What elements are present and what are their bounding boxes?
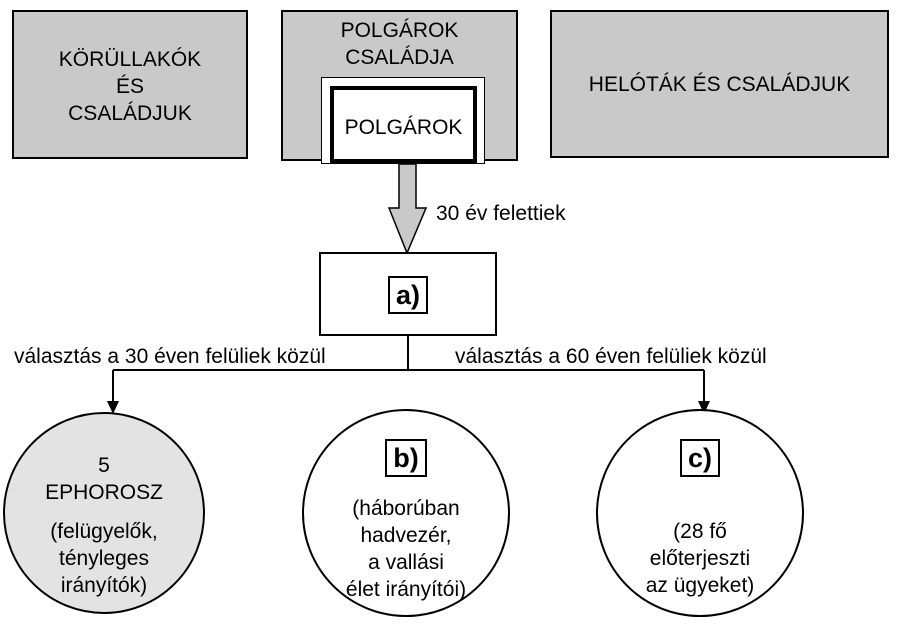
down-arrow bbox=[387, 163, 428, 255]
helotak-label: HELÓTÁK ÉS CSALÁDJUK bbox=[588, 73, 851, 96]
c-desc-line-1: (28 fő bbox=[673, 520, 727, 543]
ephorosz-desc: (felügyelők, tényleges irányítók) bbox=[4, 518, 204, 599]
ephorosz-title: 5 EPHOROSZ bbox=[4, 452, 204, 506]
ephorosz-desc-line-1: (felügyelők, bbox=[50, 520, 158, 543]
ephorosz-title-line-1: 5 bbox=[98, 454, 110, 477]
branch-left-arrowhead bbox=[107, 401, 119, 414]
c-tag: c) bbox=[679, 439, 720, 477]
korullakok-line-2: ÉS bbox=[115, 75, 144, 98]
polgarok-csaladja-line-2: CSALÁDJA bbox=[345, 46, 454, 69]
korullakok-line-1: KÖRÜLLAKÓK bbox=[58, 48, 202, 71]
polgarok-inner-box bbox=[330, 86, 477, 163]
c-circle bbox=[596, 409, 804, 617]
korullakok-label: KÖRÜLLAKÓK ÉS CSALÁDJUK bbox=[12, 46, 248, 127]
c-desc-line-3: az ügyeket) bbox=[645, 574, 755, 597]
c-tag-wrap: c) bbox=[600, 439, 800, 477]
a-tag: a) bbox=[387, 276, 428, 314]
b-desc-line-4: élet irányítói) bbox=[345, 578, 467, 601]
c-desc-line-2: előterjeszti bbox=[649, 547, 751, 570]
korullakok-box bbox=[12, 10, 248, 159]
ephorosz-circle bbox=[3, 412, 205, 614]
ephorosz-desc-line-2: tényleges bbox=[59, 547, 149, 570]
arrow-label: 30 év felettiek bbox=[436, 202, 566, 225]
b-desc-line-3: a vallási bbox=[368, 551, 444, 574]
b-tag-wrap: b) bbox=[306, 439, 506, 477]
helotak-box bbox=[550, 10, 889, 158]
b-desc-line-2: hadvezér, bbox=[360, 524, 452, 547]
b-desc: (háborúban hadvezér, a vallási élet irán… bbox=[306, 495, 506, 603]
branch-right-label: választás a 60 éven felüliek közül bbox=[455, 345, 767, 368]
branch-right-arrowhead bbox=[698, 401, 710, 414]
ephorosz-desc-line-3: irányítók) bbox=[60, 574, 148, 597]
polgarok-csaladja-line-1: POLGÁROK bbox=[340, 19, 459, 42]
korullakok-line-3: CSALÁDJUK bbox=[68, 102, 192, 125]
a-tag-wrap: a) bbox=[320, 276, 496, 314]
ephorosz-title-line-2: EPHOROSZ bbox=[45, 481, 163, 504]
polgarok-csaladja-label: POLGÁROK CSALÁDJA bbox=[281, 17, 518, 71]
b-circle bbox=[302, 409, 510, 617]
branch-left-label: választás a 30 éven felüliek közül bbox=[14, 345, 326, 368]
b-tag: b) bbox=[385, 439, 427, 477]
b-desc-line-1: (háborúban bbox=[352, 497, 460, 520]
c-desc: (28 fő előterjeszti az ügyeket) bbox=[600, 518, 800, 599]
polgarok-label: POLGÁROK bbox=[344, 116, 463, 139]
